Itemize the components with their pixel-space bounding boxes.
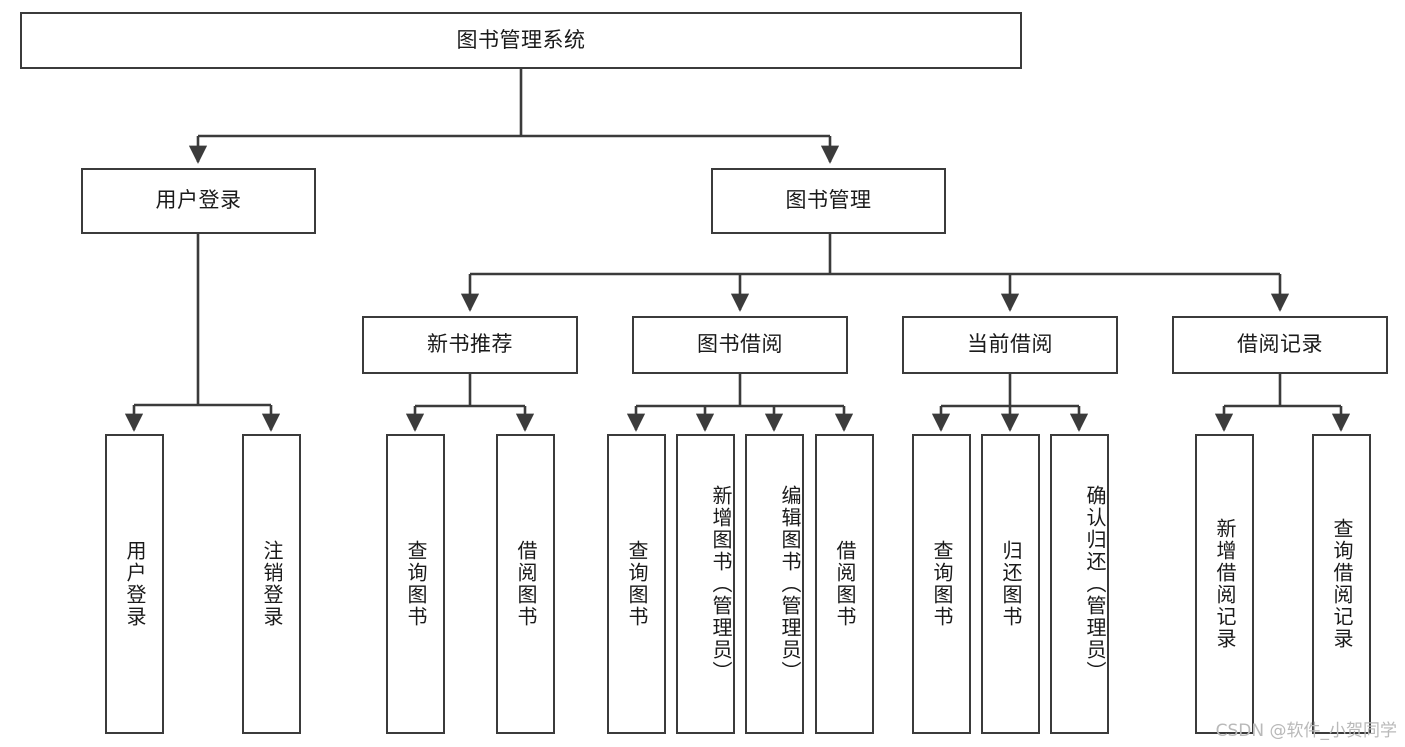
node-user-login-label: 用户登录 xyxy=(155,188,242,213)
node-root[interactable]: 图书管理系统 xyxy=(20,12,1022,69)
leaf-return-book-label: 归还图书 xyxy=(999,540,1023,628)
node-book-manage-label: 图书管理 xyxy=(785,188,872,213)
leaf-user-login-label: 用户登录 xyxy=(123,540,147,628)
leaf-query-book-3[interactable]: 查询图书 xyxy=(912,434,971,734)
node-new-book-recommend-label: 新书推荐 xyxy=(427,332,513,357)
leaf-query-book-3-label: 查询图书 xyxy=(930,540,954,628)
leaf-user-logout-label: 注销登录 xyxy=(260,540,284,628)
leaf-borrow-book-2[interactable]: 借阅图书 xyxy=(815,434,874,734)
leaf-query-record[interactable]: 查询借阅记录 xyxy=(1312,434,1371,734)
node-current-borrow[interactable]: 当前借阅 xyxy=(902,316,1118,374)
leaf-borrow-book-1-label: 借阅图书 xyxy=(514,540,538,628)
leaf-edit-book-label: 编辑图书（管理员） xyxy=(778,485,802,683)
node-borrow-record[interactable]: 借阅记录 xyxy=(1172,316,1388,374)
node-current-borrow-label: 当前借阅 xyxy=(967,332,1053,357)
leaf-query-book-2[interactable]: 查询图书 xyxy=(607,434,666,734)
watermark: CSDN @软件_小贺同学 xyxy=(1215,721,1397,741)
node-book-borrow-label: 图书借阅 xyxy=(697,332,783,357)
leaf-query-book-2-label: 查询图书 xyxy=(625,540,649,628)
leaf-query-book-1[interactable]: 查询图书 xyxy=(386,434,445,734)
leaf-add-record-label: 新增借阅记录 xyxy=(1213,518,1237,650)
leaf-query-record-label: 查询借阅记录 xyxy=(1330,518,1354,650)
leaf-confirm-return-label: 确认归还（管理员） xyxy=(1083,485,1107,683)
leaf-return-book[interactable]: 归还图书 xyxy=(981,434,1040,734)
leaf-confirm-return[interactable]: 确认归还（管理员） xyxy=(1050,434,1109,734)
leaf-borrow-book-2-label: 借阅图书 xyxy=(833,540,857,628)
node-borrow-record-label: 借阅记录 xyxy=(1237,332,1323,357)
leaf-query-book-1-label: 查询图书 xyxy=(404,540,428,628)
leaf-add-book-label: 新增图书（管理员） xyxy=(709,485,733,683)
node-new-book-recommend[interactable]: 新书推荐 xyxy=(362,316,578,374)
node-book-manage[interactable]: 图书管理 xyxy=(711,168,946,234)
leaf-user-logout[interactable]: 注销登录 xyxy=(242,434,301,734)
leaf-edit-book[interactable]: 编辑图书（管理员） xyxy=(745,434,804,734)
node-user-login[interactable]: 用户登录 xyxy=(81,168,316,234)
leaf-add-book[interactable]: 新增图书（管理员） xyxy=(676,434,735,734)
leaf-borrow-book-1[interactable]: 借阅图书 xyxy=(496,434,555,734)
leaf-add-record[interactable]: 新增借阅记录 xyxy=(1195,434,1254,734)
leaf-user-login[interactable]: 用户登录 xyxy=(105,434,164,734)
node-root-label: 图书管理系统 xyxy=(456,27,586,52)
node-book-borrow[interactable]: 图书借阅 xyxy=(632,316,848,374)
